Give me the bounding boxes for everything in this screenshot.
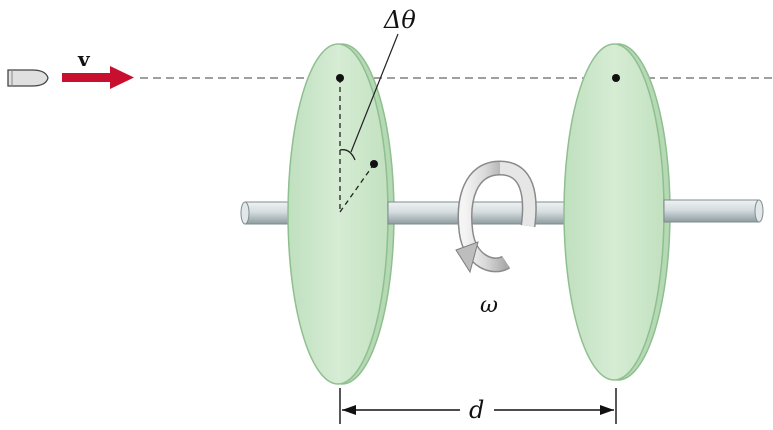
distance-dimension: [339, 388, 617, 424]
angular-velocity-label: ω: [480, 293, 498, 318]
entry-hole-dot: [336, 74, 344, 82]
distance-label: d: [469, 396, 484, 424]
angle-construction: [339, 33, 399, 213]
bullet-icon: [7, 69, 49, 87]
exit-hole-dot: [612, 74, 620, 82]
axle-right: [663, 199, 764, 223]
angle-label: Δθ: [383, 6, 416, 34]
disk-2: [563, 43, 671, 381]
disk-1: [287, 43, 395, 385]
rotated-hole-dot: [370, 160, 378, 168]
rotation-arrow-icon: [455, 160, 537, 274]
velocity-arrow-icon: [62, 66, 134, 89]
velocity-label: v: [77, 47, 91, 71]
